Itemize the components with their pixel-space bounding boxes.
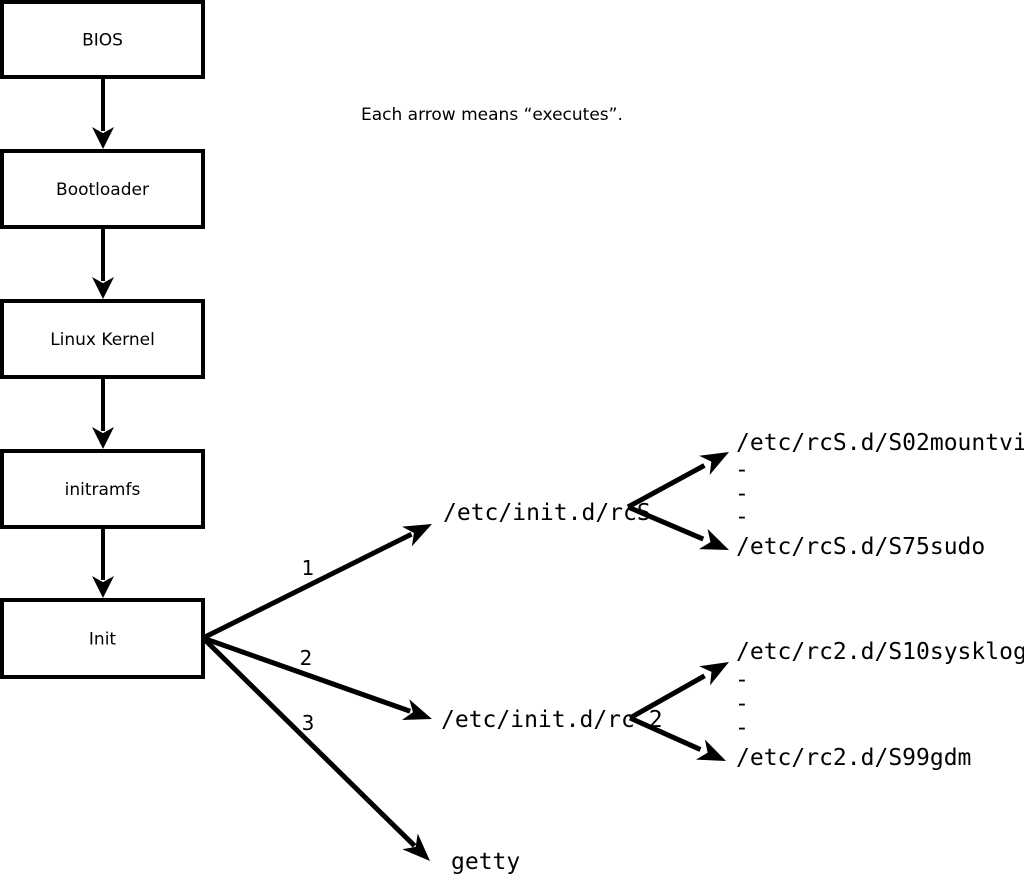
rc2-scripts-ellipsis-mark: -	[735, 667, 749, 693]
init-branch-3: 3 getty	[201, 636, 520, 875]
process-box-bootloader[interactable]: Bootloader	[0, 149, 205, 229]
process-box-bios[interactable]: BIOS	[0, 0, 205, 79]
rcS-scripts-ellipsis-mark: -	[735, 457, 749, 483]
box-label: Init	[89, 630, 117, 650]
script-branch-group: /etc/rcS.d/S02mountvirtfs/etc/rcS.d/S75s…	[626, 430, 1024, 771]
initramfs-to-init-arrowhead	[92, 576, 114, 598]
branch-target-label-2: /etc/init.d/rc 2	[441, 707, 663, 733]
rcS-scripts-ellipsis-mark: -	[735, 481, 749, 507]
box-outline	[0, 598, 205, 679]
rcS-scripts-ellipsis-mark: -	[735, 504, 749, 530]
rc2-scripts-first-script-arrowhead	[699, 662, 729, 686]
box-label: initramfs	[65, 480, 141, 500]
box-outline	[0, 0, 205, 79]
rcS-scripts-first-script-label: /etc/rcS.d/S02mountvirtfs	[736, 430, 1024, 456]
rc2-scripts-group: /etc/rc2.d/S10sysklogd/etc/rc2.d/S99gdm -…	[628, 639, 1024, 771]
kernel-to-initramfs-arrowhead	[92, 427, 114, 449]
rcS-scripts-last-script-line	[627, 504, 705, 542]
vertical-arrow-group	[92, 77, 114, 598]
branch-target-label-1: /etc/init.d/rcS	[443, 500, 651, 526]
rc2-scripts-ellipsis-mark: -	[735, 715, 749, 741]
rc2-scripts-first-script-label: /etc/rc2.d/S10sysklogd	[736, 639, 1024, 665]
process-box-init[interactable]: Init	[0, 598, 205, 679]
branch-number-3: 3	[302, 711, 315, 735]
bootloader-to-kernel-arrowhead	[92, 277, 114, 299]
rcS-scripts-last-script-arrowhead	[698, 528, 729, 550]
rcS-scripts-first-script-arrowhead	[699, 452, 729, 476]
rcS-scripts-group: /etc/rcS.d/S02mountvirtfs/etc/rcS.d/S75s…	[626, 430, 1024, 560]
init-branch-1: 1/etc/init.d/rcS	[201, 500, 651, 641]
process-box-initramfs[interactable]: initramfs	[0, 449, 205, 529]
init-branch-2-arrowhead	[401, 699, 432, 721]
init-branch-2-line	[202, 635, 412, 714]
init-branch-3-line	[201, 636, 417, 848]
init-branch-1-arrowhead	[402, 524, 432, 547]
caption-group: Each arrow means “executes”.	[361, 105, 623, 125]
rc2-scripts-first-script-line	[628, 673, 706, 721]
box-outline	[0, 449, 205, 529]
rc2-scripts-last-script-line	[628, 715, 702, 752]
box-outline	[0, 299, 205, 379]
branch-number-1: 1	[302, 556, 315, 580]
rcS-scripts-first-script-line	[626, 463, 706, 510]
init-branch-1-line	[201, 531, 413, 641]
bios-to-bootloader-arrowhead	[92, 127, 114, 149]
branch-target-label-3: getty	[451, 849, 520, 875]
rcS-scripts-last-script-label: /etc/rcS.d/S75sudo	[736, 534, 985, 560]
box-label: BIOS	[82, 31, 123, 51]
init-branch-3-arrowhead	[402, 833, 430, 861]
init-branch-2: 2/etc/init.d/rc 2	[202, 635, 663, 733]
box-label: Linux Kernel	[50, 330, 155, 350]
process-box-linux-kernel[interactable]: Linux Kernel	[0, 299, 205, 379]
box-label: Bootloader	[56, 180, 149, 200]
branch-number-2: 2	[300, 646, 313, 670]
rc2-scripts-last-script-label: /etc/rc2.d/S99gdm	[736, 745, 971, 771]
rc2-scripts-last-script-arrowhead	[695, 739, 726, 761]
box-outline	[0, 149, 205, 229]
legend-caption: Each arrow means “executes”.	[361, 105, 623, 125]
rc2-scripts-ellipsis-mark: -	[735, 691, 749, 717]
